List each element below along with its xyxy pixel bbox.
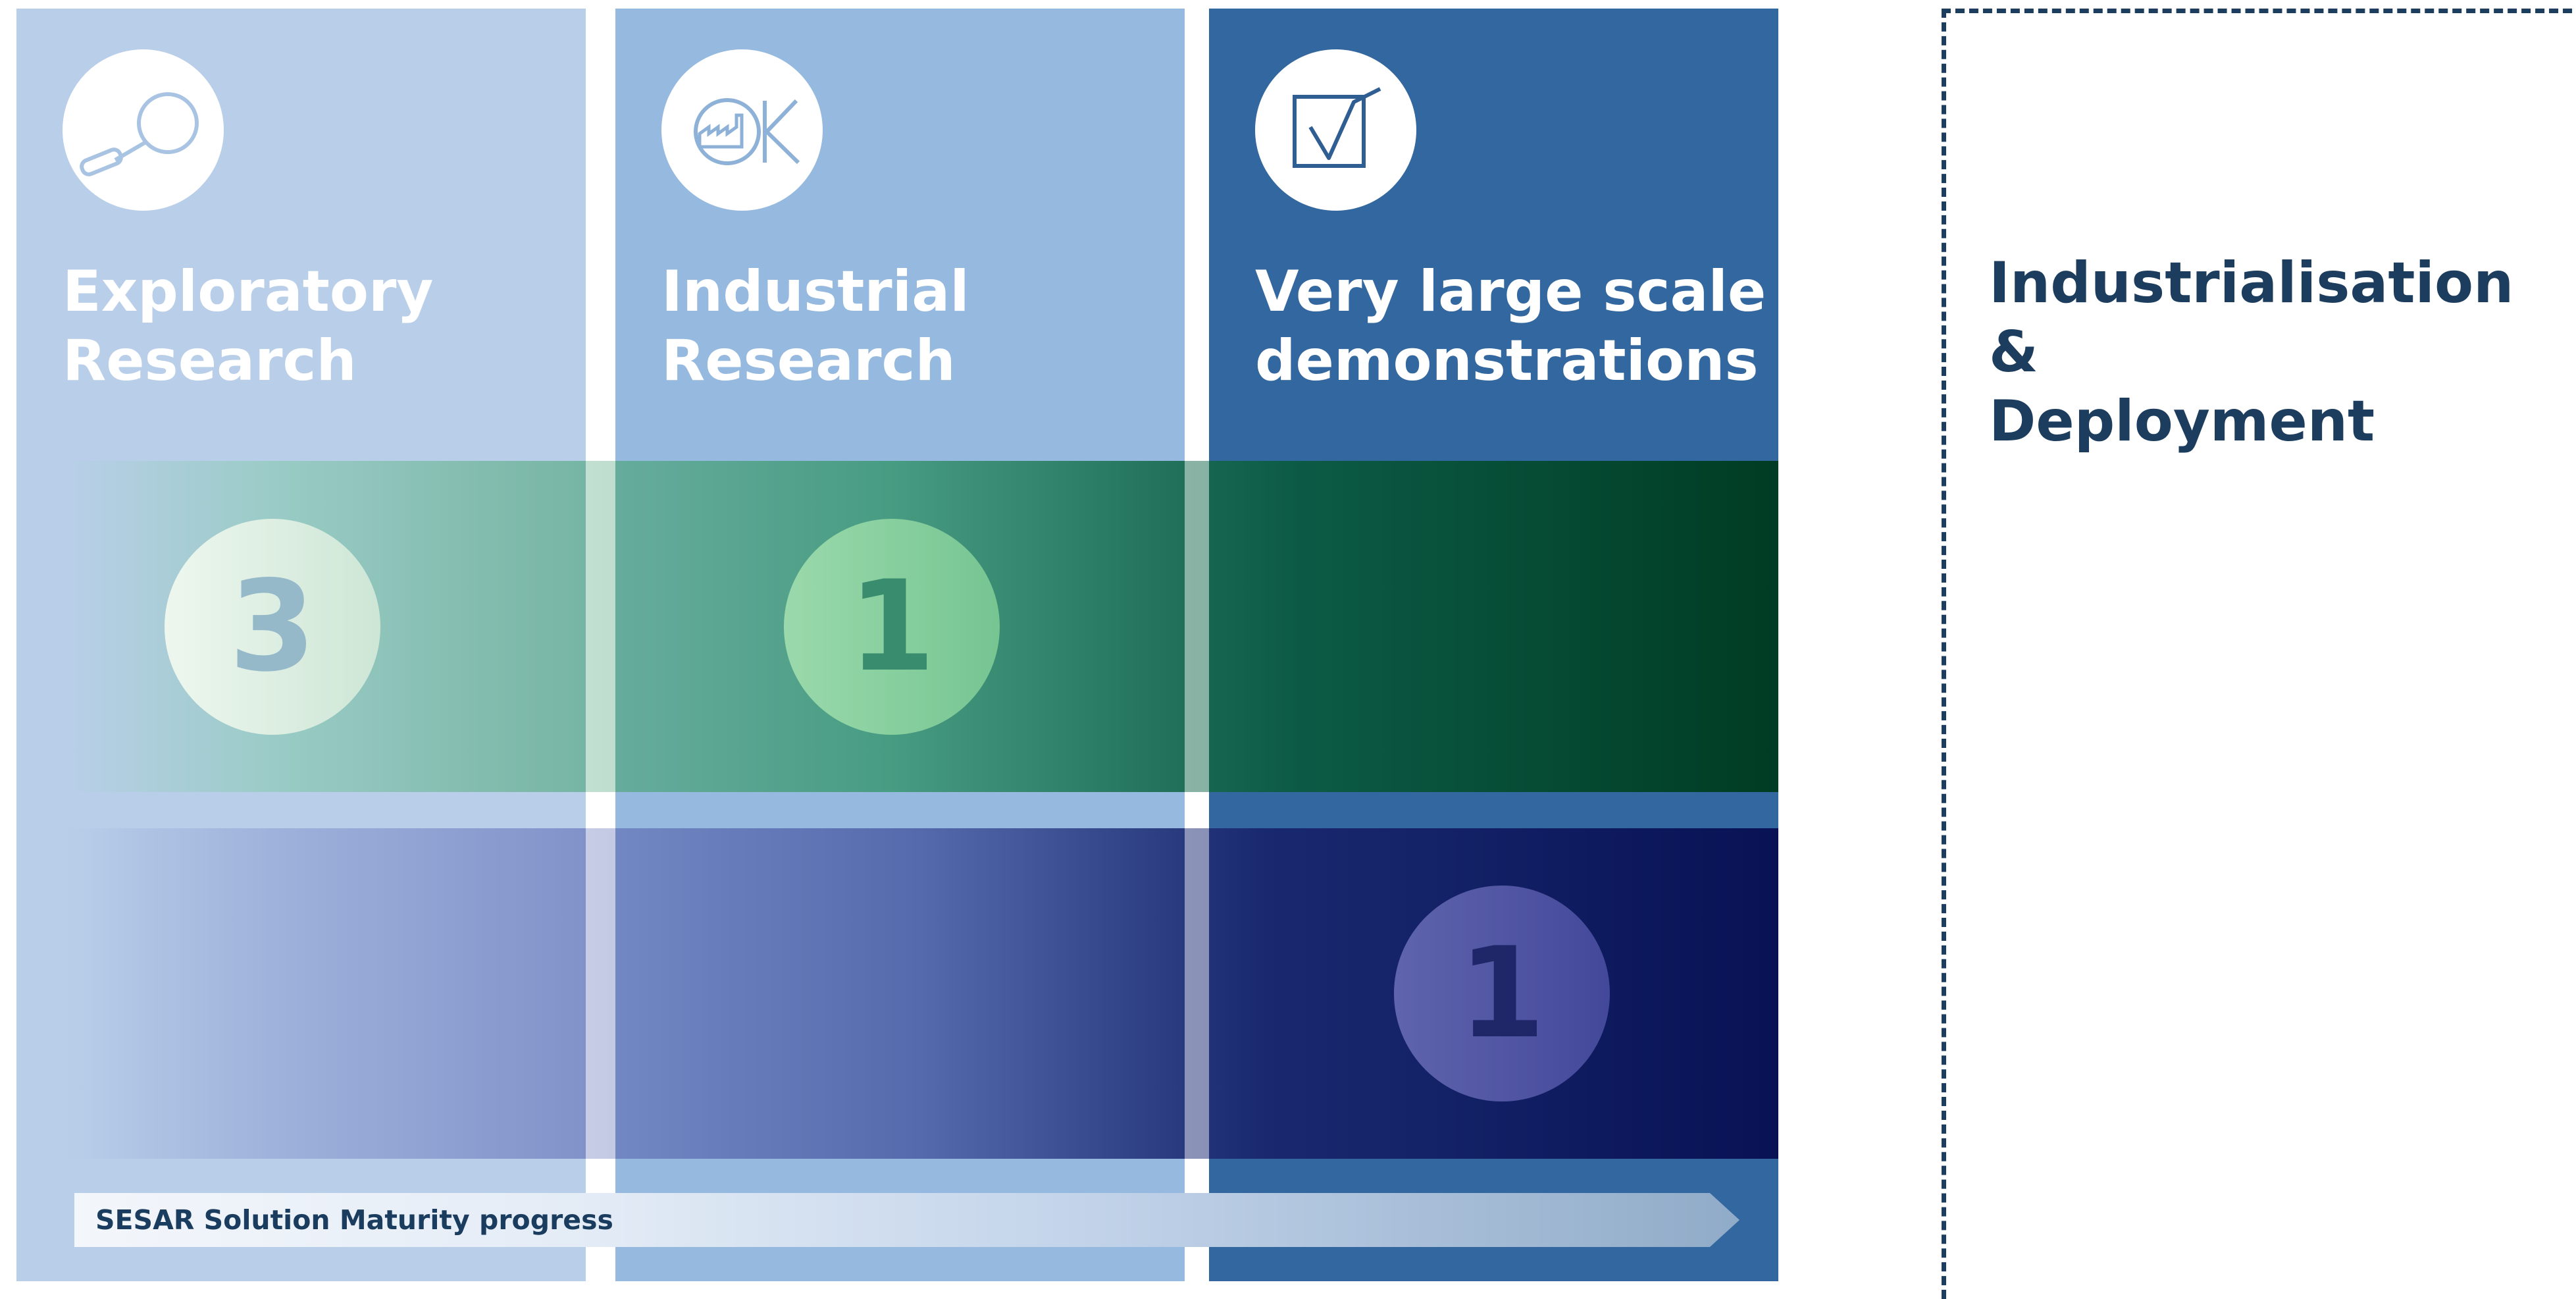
magnifier-icon-graphic xyxy=(80,92,199,176)
maturity-progress-label: SESAR Solution Maturity progress xyxy=(95,1204,613,1236)
column-title: Industrial Research xyxy=(661,259,969,394)
column-gap-overlay xyxy=(1185,461,1209,1159)
column-title: Exploratory Research xyxy=(63,259,434,394)
maturity-progress-arrow xyxy=(74,1193,1739,1247)
column-title: Very large scale demonstrations xyxy=(1255,259,1766,394)
deployment-dashed-box xyxy=(1942,9,2576,1299)
checkbox-icon-graphic xyxy=(1293,87,1381,168)
column-gap-overlay xyxy=(586,461,615,1159)
factory-ok-icon-graphic xyxy=(694,98,800,165)
vlsd-blue-count: 1 xyxy=(1394,886,1610,1101)
magnifier-icon xyxy=(63,49,224,211)
arrow-icon xyxy=(74,1193,1739,1247)
industrial-green-count: 1 xyxy=(784,519,1000,735)
deployment-title: Industrialisation & Deployment xyxy=(1989,250,2514,454)
factory-ok-icon xyxy=(661,49,823,211)
checkbox-icon xyxy=(1255,49,1416,211)
exploratory-green-count: 3 xyxy=(165,519,380,735)
